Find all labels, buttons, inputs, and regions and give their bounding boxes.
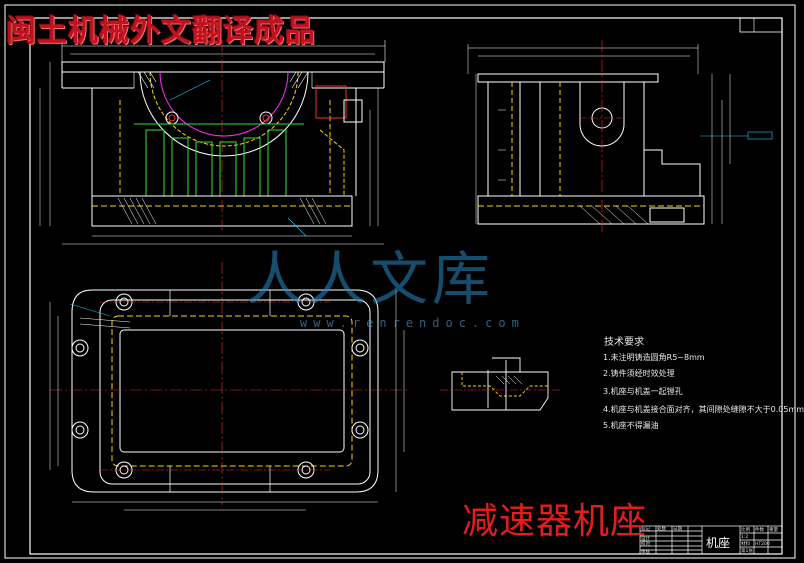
front-view: [39, 40, 386, 245]
inner-border: [29, 17, 783, 555]
tb-label: 日期: [673, 526, 682, 532]
tb-label: 1:2: [741, 534, 748, 540]
title-block-part-name: 机座: [706, 536, 731, 550]
tech-requirement-item: 5.机座不得漏油: [603, 421, 659, 430]
tb-label: HT200: [755, 541, 770, 547]
top-view: [49, 262, 410, 511]
watermark-text: 人人文库: [246, 245, 495, 313]
drawing-title: 减速器机座: [462, 501, 648, 542]
watermark-url: www.renrendoc.com: [300, 316, 525, 330]
tb-label: 重量: [769, 526, 778, 533]
detail-section-view: [440, 357, 560, 411]
tb-label: 校对: [641, 540, 650, 547]
tb-label: 处数: [657, 525, 666, 532]
tb-label: 第1张: [741, 547, 753, 554]
banner-title: 闽土机械外文翻译成品: [6, 14, 316, 49]
tb-label: 设计: [641, 535, 650, 542]
tb-label: 材料: [741, 540, 750, 547]
corner-table: [739, 17, 783, 33]
title-block-labels: 标记 处数 日期 设计 校对 审核 比例 件数 重量 1:2 材料 HT200 …: [641, 525, 778, 555]
tech-requirements-title: 技术要求: [604, 337, 644, 348]
tech-requirement-item: 3.机座与机盖一起镗孔: [603, 387, 683, 396]
tb-label: 比例: [741, 526, 750, 533]
tech-requirement-item: 2.铸件须经时效处理: [603, 369, 675, 378]
outer-frame: [4, 4, 796, 559]
tb-label: 件数: [755, 526, 764, 533]
tech-requirement-item: 4.机座与机盖接合面对齐，其间隙处缝隙不大于0.05mm: [603, 405, 804, 414]
side-view: [467, 40, 773, 232]
tb-label: 标记: [641, 525, 650, 532]
tech-requirement-item: 1.未注明铸造圆角R5~8mm: [603, 353, 705, 362]
title-block: [639, 525, 783, 555]
tb-label: 审核: [641, 548, 650, 555]
